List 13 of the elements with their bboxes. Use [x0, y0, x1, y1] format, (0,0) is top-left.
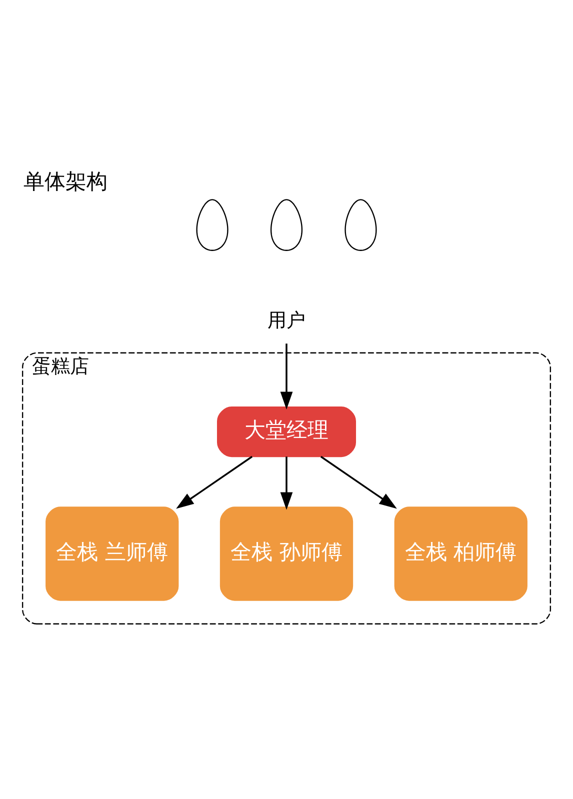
node-person — [270, 198, 303, 250]
node-box: 全栈 兰师傅 — [46, 506, 179, 600]
node-person — [196, 198, 228, 250]
node-box: 大堂经理 — [216, 406, 356, 457]
node-box: 全栈 孙师傅 — [220, 506, 354, 600]
node-person — [344, 198, 377, 250]
arrow — [280, 343, 293, 409]
diagram-title: 单体架构 — [24, 168, 108, 193]
node-text: 用户 — [268, 310, 306, 332]
arrow — [320, 455, 397, 508]
node-box: 全栈 柏师傅 — [394, 506, 528, 600]
arrow — [176, 455, 253, 508]
arrow — [280, 456, 293, 510]
